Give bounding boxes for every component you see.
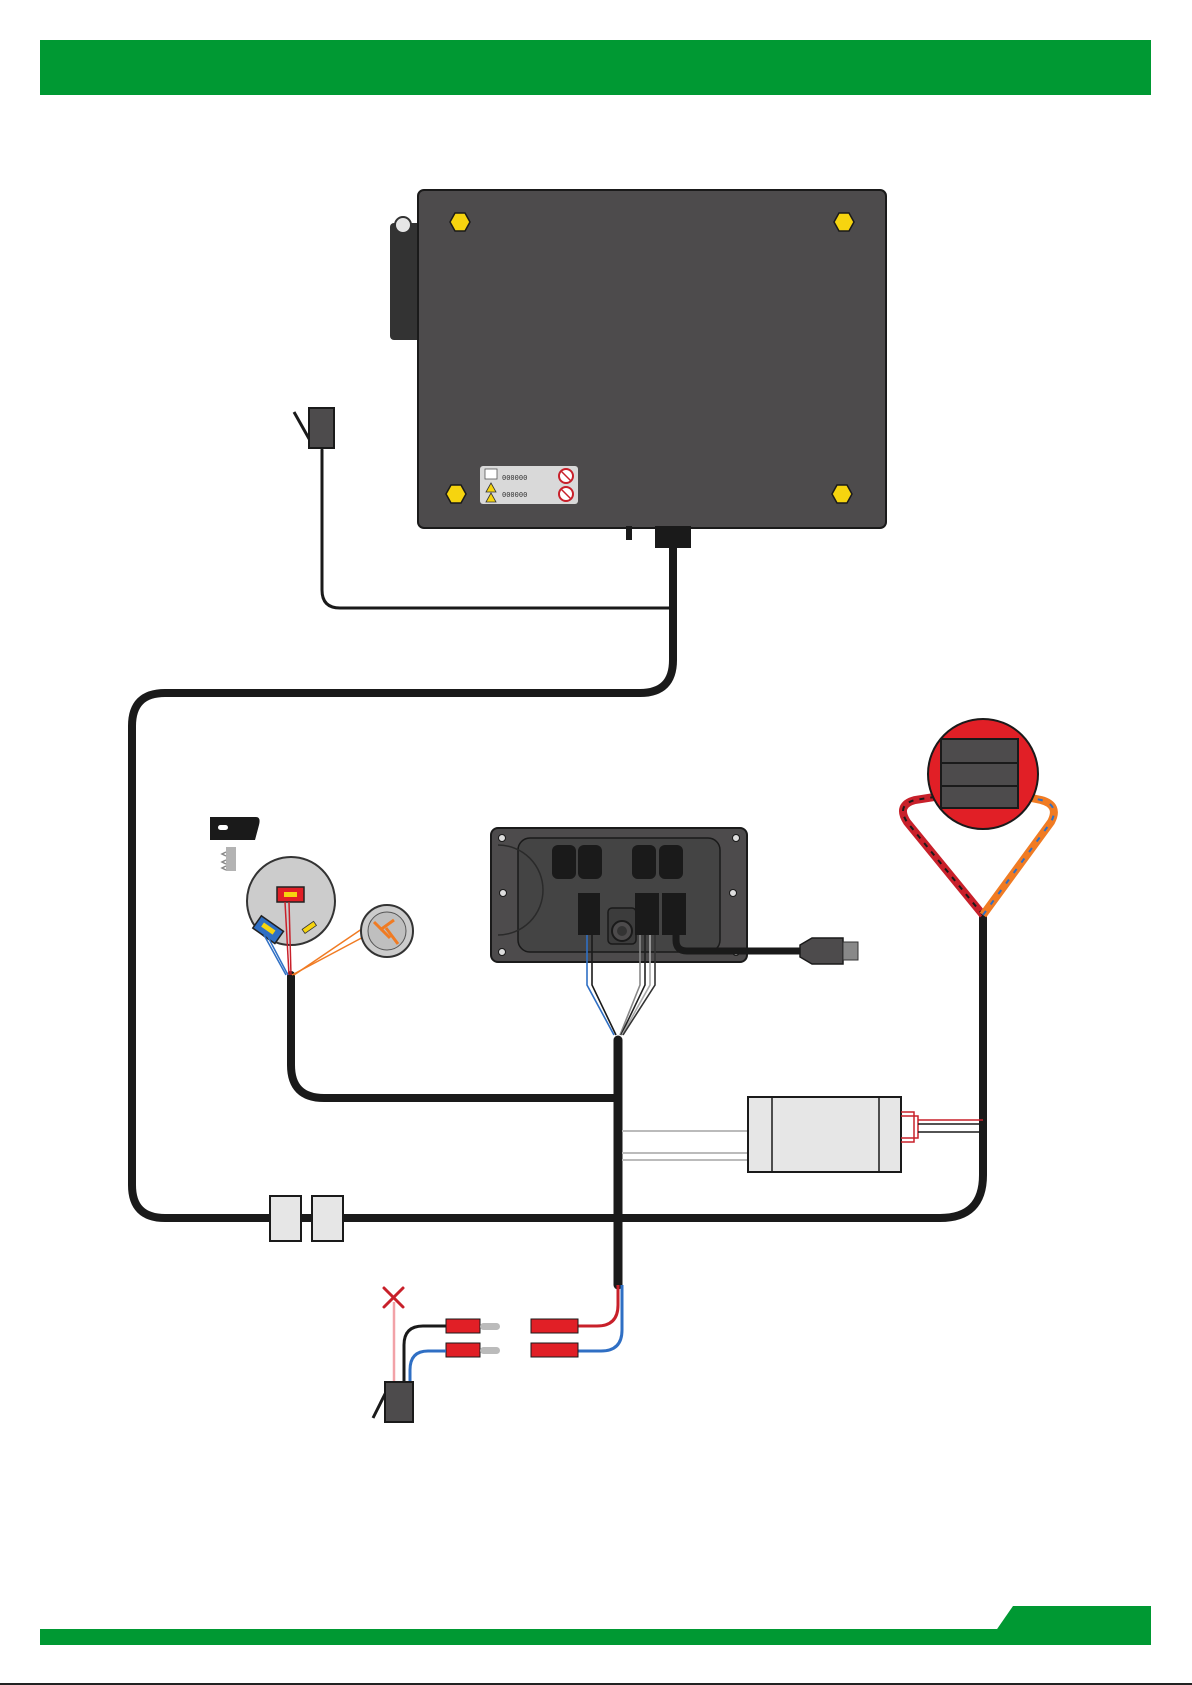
key-blade bbox=[226, 847, 236, 871]
panel-plug bbox=[662, 893, 686, 935]
key-icon bbox=[210, 817, 260, 840]
power-plug-icon bbox=[385, 1382, 413, 1422]
controller-unit: 000000 000000 bbox=[390, 190, 886, 548]
converter-module bbox=[622, 1097, 983, 1172]
usb-plug-icon bbox=[800, 938, 843, 964]
ignition-key bbox=[210, 817, 260, 871]
bullet-connector-icon bbox=[446, 1319, 480, 1333]
warning-label: 000000 000000 bbox=[480, 466, 578, 504]
panel-plug bbox=[578, 893, 600, 935]
sensor-plug-icon bbox=[309, 408, 334, 448]
converter-icon bbox=[748, 1097, 901, 1172]
bolt-icon bbox=[834, 213, 854, 231]
bullet-connector-icon bbox=[531, 1319, 578, 1333]
bullet-connector-icon bbox=[531, 1343, 578, 1357]
panel-plug bbox=[635, 893, 659, 935]
bolt-icon bbox=[450, 213, 470, 231]
inline-connector-icon bbox=[270, 1196, 301, 1241]
ignition-switch bbox=[247, 857, 335, 945]
manual-icon bbox=[485, 469, 497, 479]
connector-pin bbox=[480, 1323, 500, 1330]
indicator-light bbox=[361, 905, 413, 957]
power-connectors bbox=[373, 1285, 622, 1422]
label-code-line: 000000 bbox=[502, 474, 527, 482]
controller-cable-gland bbox=[655, 526, 691, 548]
bolt-icon bbox=[446, 485, 466, 503]
inline-connector-icon bbox=[312, 1196, 343, 1241]
sensor-plug bbox=[294, 408, 334, 448]
bullet-connector-icon bbox=[446, 1343, 480, 1357]
controller-mount-pin bbox=[395, 217, 411, 233]
connector-pin bbox=[480, 1347, 500, 1354]
bolt-icon bbox=[832, 485, 852, 503]
label-code-line: 000000 bbox=[502, 491, 527, 499]
battery-pack bbox=[903, 719, 1054, 915]
display-panel bbox=[491, 828, 747, 962]
controller-vent-tab bbox=[626, 526, 632, 540]
